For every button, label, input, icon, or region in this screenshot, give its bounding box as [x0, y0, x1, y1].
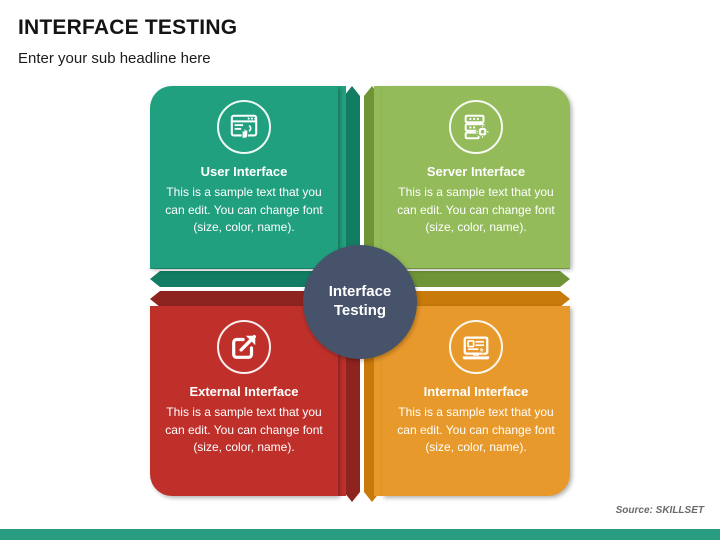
vertical-band-top-left-light [338, 86, 346, 282]
card-body: This is a sample text that you can edit.… [397, 405, 555, 455]
card-body: This is a sample text that you can edit.… [165, 185, 323, 235]
page-title: INTERFACE TESTING [18, 16, 238, 39]
horizontal-band-left-dark-red [150, 291, 350, 307]
center-hub-line1: Interface [328, 283, 392, 301]
center-hub-line2: Testing [333, 302, 387, 319]
bottom-accent-bar [0, 529, 720, 540]
card-body: This is a sample text that you can edit.… [165, 405, 323, 455]
card-user-interface[interactable]: User Interface This is a sample text tha… [150, 86, 338, 268]
server-gear-icon [449, 100, 503, 154]
card-title: Internal Interface [423, 384, 529, 399]
vertical-band-top-right-light [374, 86, 382, 282]
vertical-band-top-left-dark [344, 86, 360, 282]
page-subtitle: Enter your sub headline here [18, 50, 211, 67]
card-server-interface[interactable]: Server Interface This is a sample text t… [382, 86, 570, 268]
card-title: External Interface [189, 384, 299, 399]
card-title: User Interface [200, 164, 288, 179]
browser-click-icon [217, 100, 271, 154]
monitor-cursor-icon [449, 320, 503, 374]
horizontal-band-left-dark-teal [150, 271, 350, 287]
external-link-icon [217, 320, 271, 374]
horizontal-band-right-dark-orange [370, 291, 570, 307]
card-title: Server Interface [426, 164, 526, 179]
horizontal-band-right-dark-olive [370, 271, 570, 287]
source-note: Source: SKILLSET [615, 505, 704, 516]
card-body: This is a sample text that you can edit.… [397, 185, 555, 235]
card-external-interface[interactable]: External Interface This is a sample text… [150, 306, 338, 496]
card-internal-interface[interactable]: Internal Interface This is a sample text… [382, 306, 570, 496]
